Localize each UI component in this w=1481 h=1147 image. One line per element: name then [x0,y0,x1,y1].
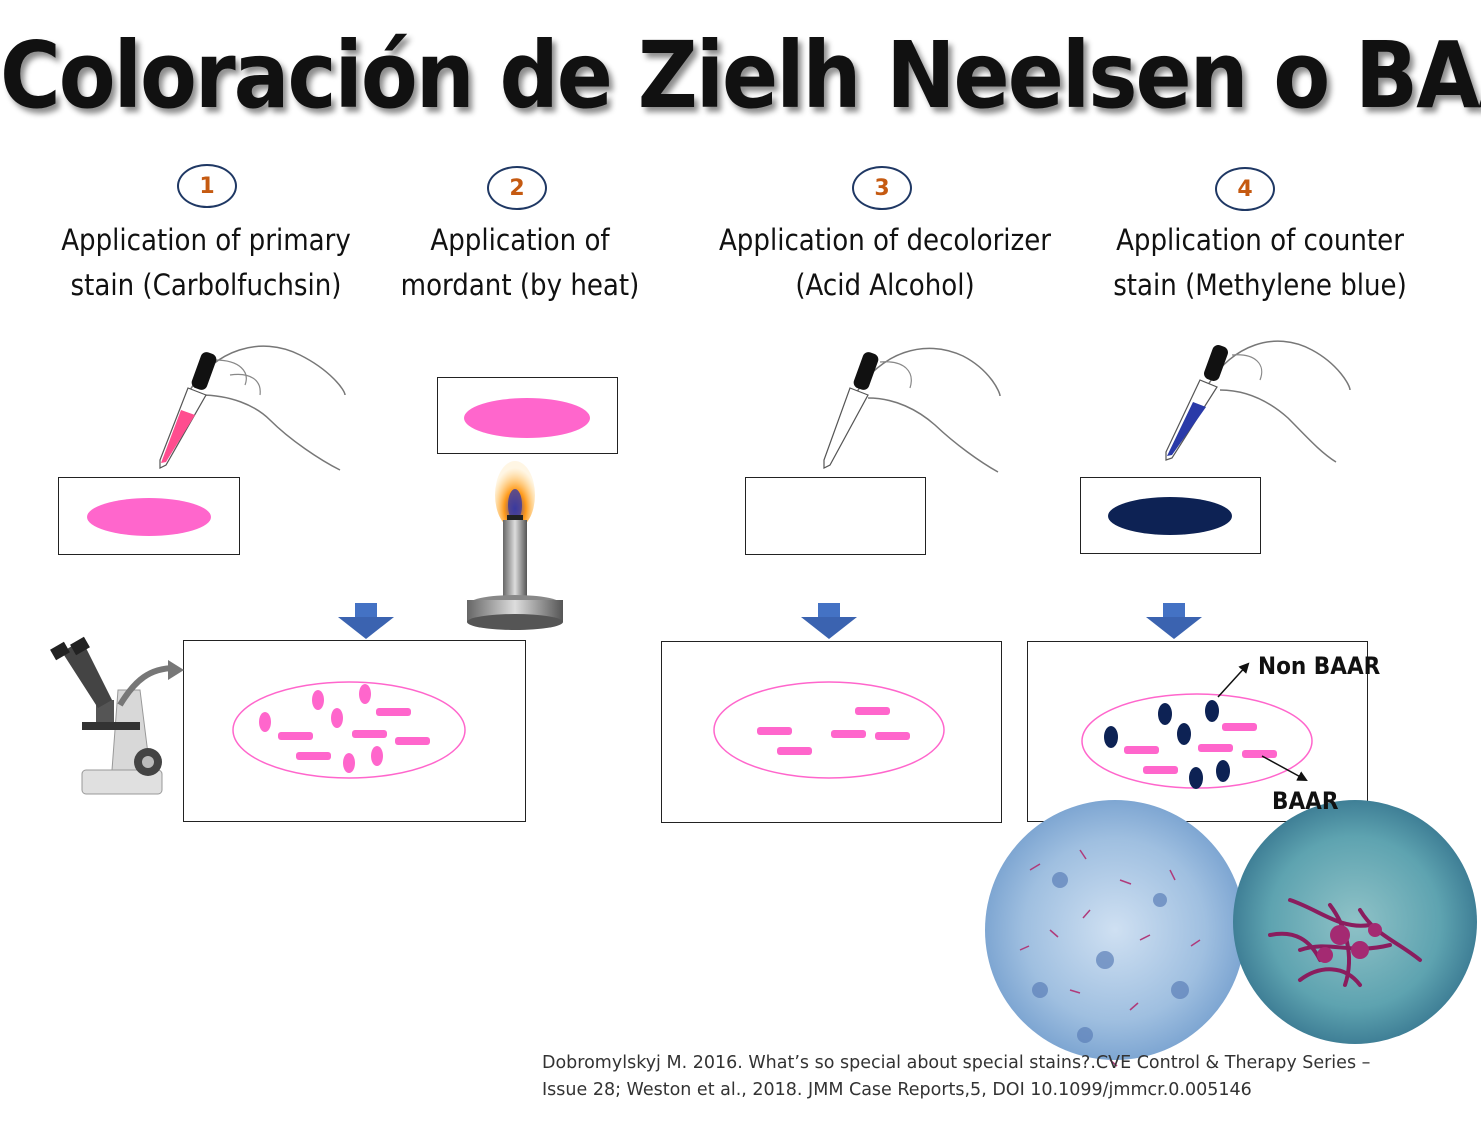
baar-label: BAAR [1272,787,1339,815]
step-3-line1: Application of decolorizer [718,223,1052,257]
burner-icon [467,461,563,630]
slide-step-1 [58,477,240,555]
step-3-text: Application of decolorizer (Acid Alcohol… [715,218,1055,308]
step-2-text: Application of mordant (by heat) [390,218,650,308]
step-4-line1: Application of counter [1116,223,1404,257]
hand-dropper-pink-icon [159,345,346,471]
down-arrow-icon [338,603,394,639]
field-2-bacteria [713,681,945,779]
slide-step-2 [437,377,618,454]
step-3-badge: 3 [852,166,912,210]
step-4-line2: stain (Methylene blue) [1113,268,1407,302]
hand-dropper-blue-icon [1165,340,1351,463]
micrograph-baar-cluster-icon [1233,800,1477,1044]
microscope-icon [50,636,184,795]
pink-smear [87,498,211,536]
step-4-text: Application of counter stain (Methylene … [1105,218,1415,308]
step-1-badge: 1 [177,164,237,208]
blue-smear [1108,497,1232,535]
step-4-badge: 4 [1215,167,1275,211]
step-2-badge: 2 [487,166,547,210]
down-arrow-icon [801,603,857,639]
step-1-text: Application of primary stain (Carbolfuch… [56,218,356,308]
hand-dropper-empty-icon [823,347,1001,473]
slide-step-3 [745,477,926,555]
field-1-bacteria [232,681,466,779]
step-2-line2: mordant (by heat) [400,268,640,302]
page-title: Coloración de Zielh Neelsen o BAAR [0,22,1481,129]
citation: Dobromylskyj M. 2016. What’s so special … [542,1050,1442,1104]
slide-step-4 [1080,477,1261,554]
step-1-line2: stain (Carbolfuchsin) [70,268,342,302]
field-3-bacteria [1081,662,1313,789]
step-3-line2: (Acid Alcohol) [795,268,975,302]
pink-smear [464,398,590,438]
micrograph-tissue-icon [985,800,1245,1067]
step-1-line1: Application of primary [61,223,351,257]
step-2-line1: Application of [430,223,610,257]
citation-line1: Dobromylskyj M. 2016. What’s so special … [542,1053,1371,1073]
citation-line2: Issue 28; Weston et al., 2018. JMM Case … [542,1080,1252,1100]
down-arrow-icon [1146,603,1202,639]
non-baar-label: Non BAAR [1258,652,1381,680]
